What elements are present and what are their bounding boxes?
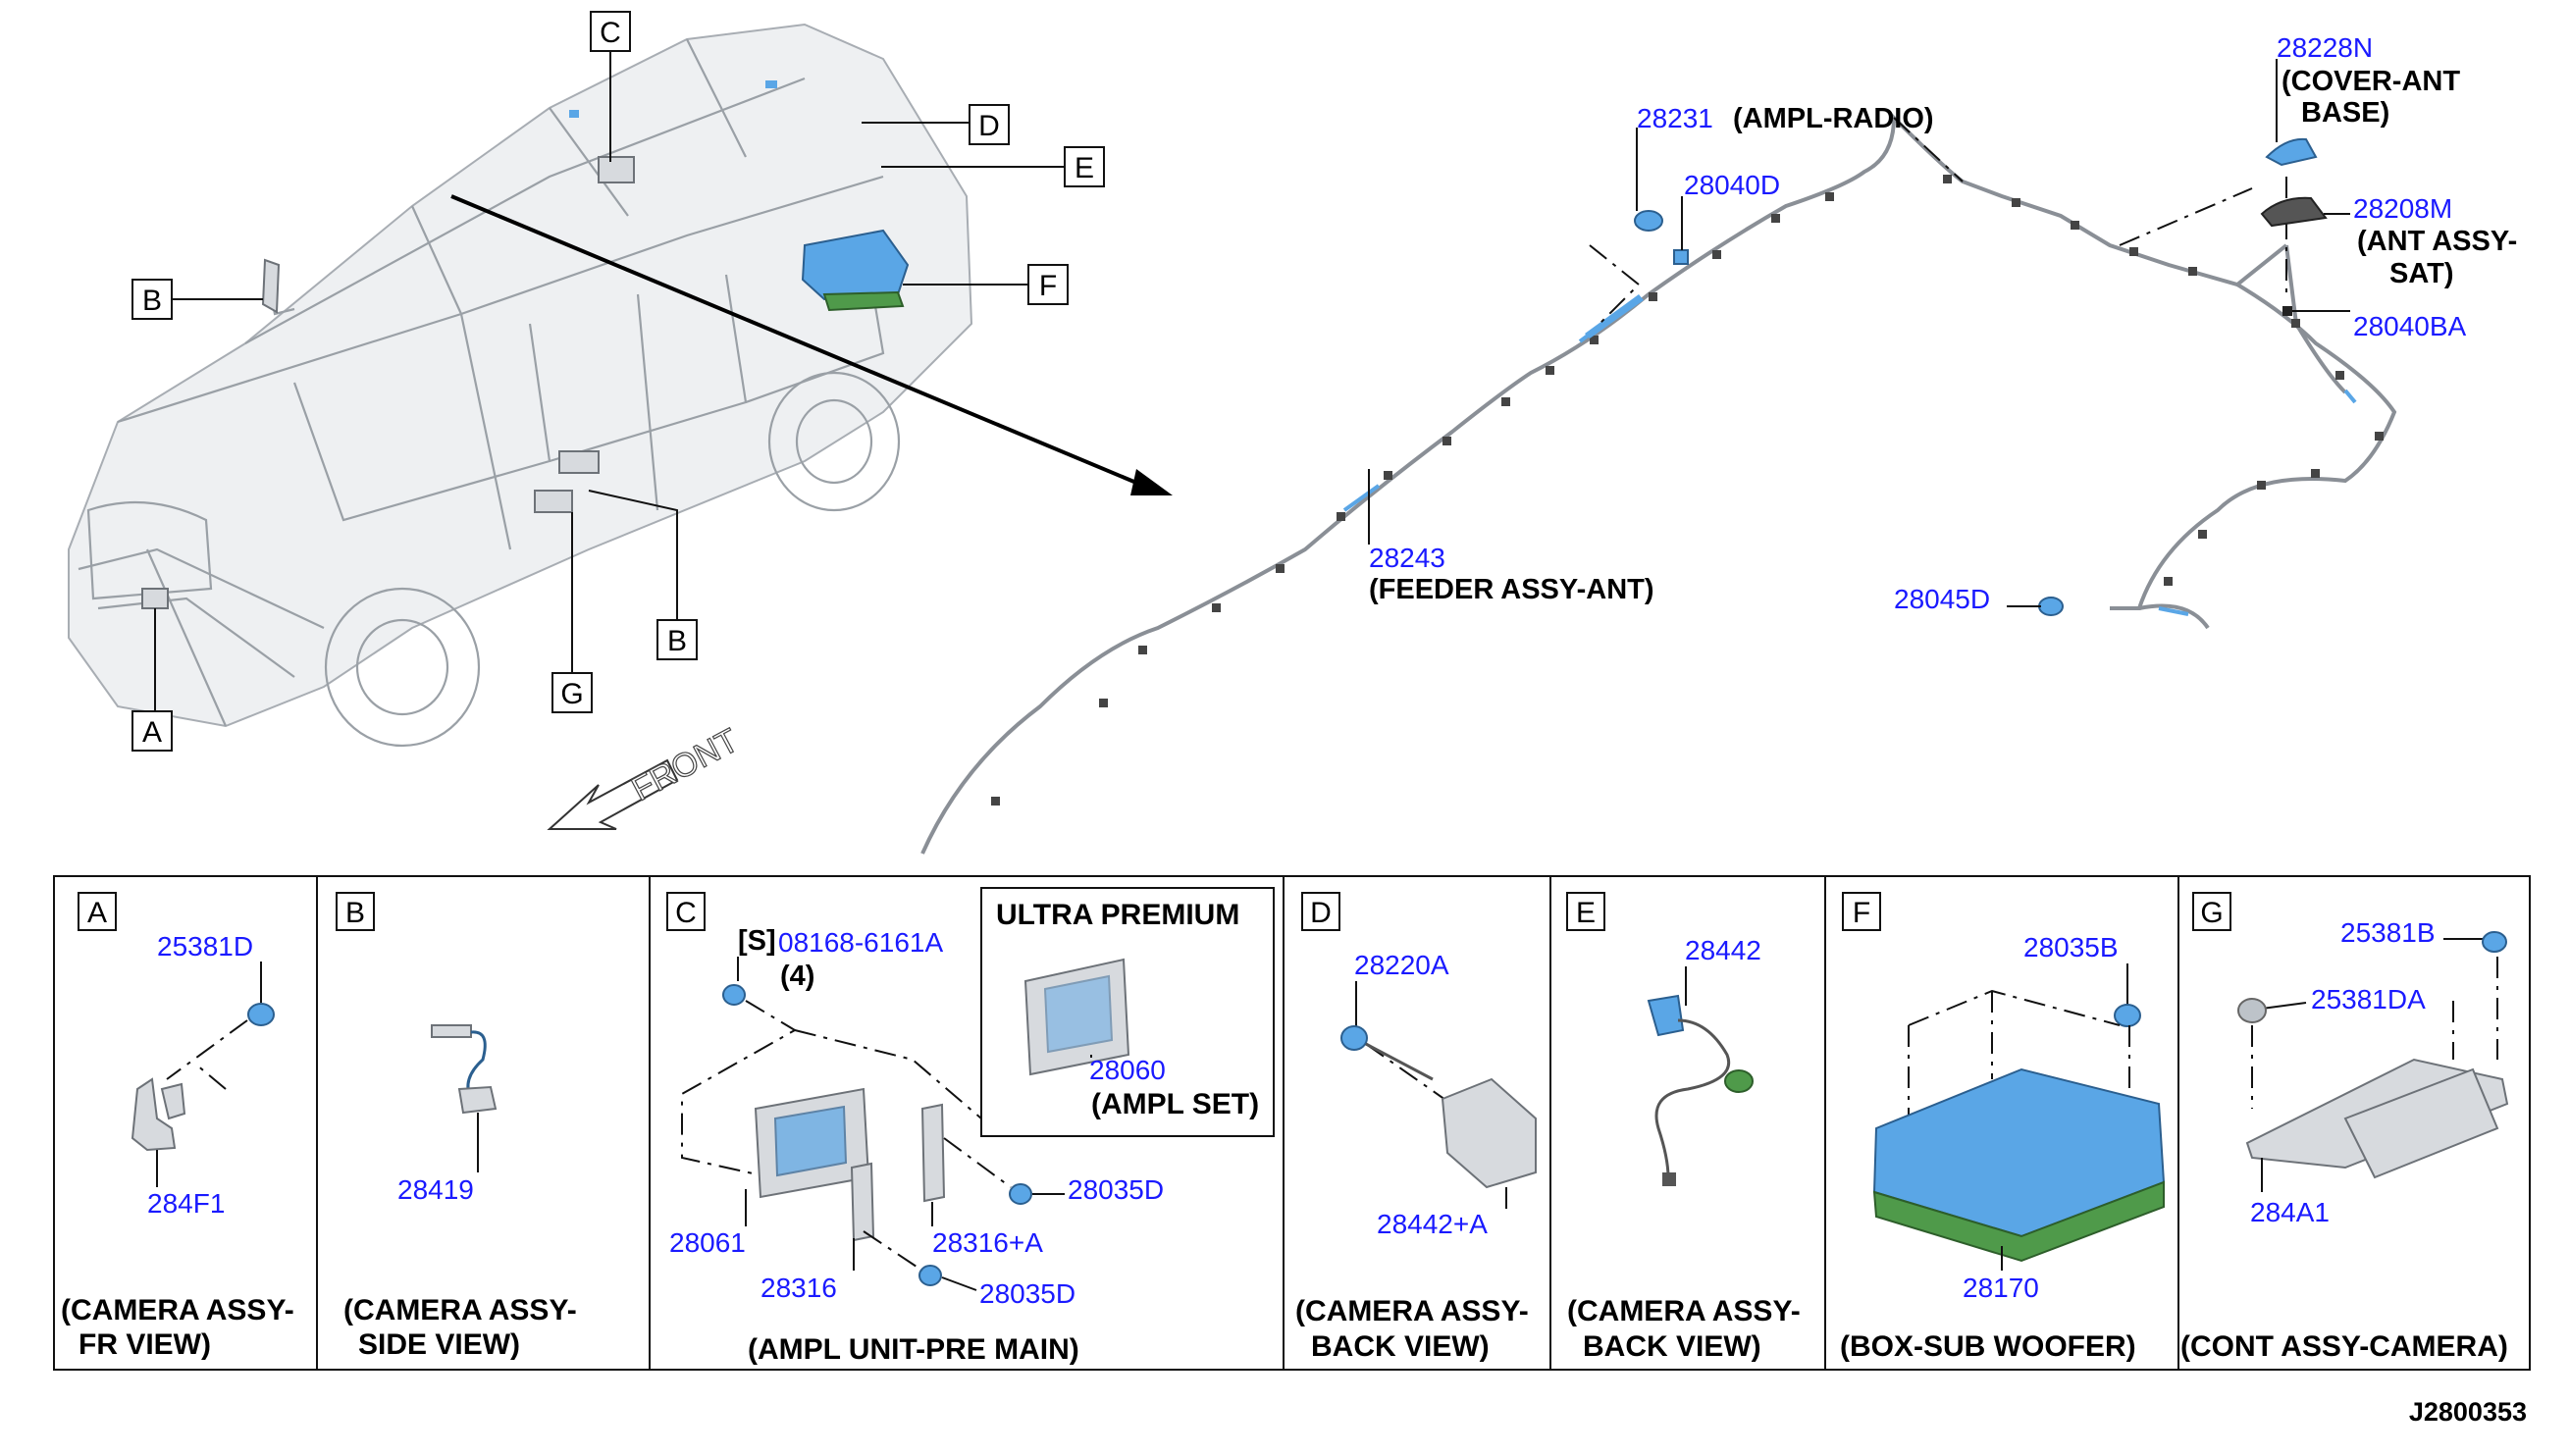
detail-panels-frame [53,875,2531,1371]
ant-clip-part [2282,306,2350,316]
panel-a-caption-line2: FR VIEW) [79,1328,211,1361]
svg-text:D: D [978,110,1000,142]
callout-b-top: B [131,279,173,320]
panel-c-bracket2-pn: 28316+A [932,1227,1043,1258]
feeder-assy-name: (FEEDER ASSY-ANT) [1369,574,1654,605]
svg-text:FRONT: FRONT [626,722,745,809]
panel-c-screw2-pn: 28035D [979,1278,1075,1309]
feeder-clip-part [1673,196,1689,265]
ant-clip-pn: 28040BA [2353,311,2467,341]
panel-g: G 25381B 25381DA 284A1 (CONT ASSY-CAMERA… [2180,892,2509,1363]
panel-c-qty: (4) [780,961,814,992]
panel-d-pn2: 28442+A [1377,1209,1488,1239]
panel-g-letter: G [2200,897,2223,929]
panel-b-caption-line1: (CAMERA ASSY- [343,1294,577,1326]
panel-d-letter: D [1310,897,1332,929]
panel-e-caption-line2: BACK VIEW) [1583,1330,1761,1363]
antenna-feeder-harness [920,113,2397,855]
panel-d-caption-line2: BACK VIEW) [1311,1330,1490,1363]
panel-c-caption: (AMPL UNIT-PRE MAIN) [748,1333,1079,1366]
svg-text:G: G [560,678,583,710]
svg-text:A: A [142,716,162,749]
ampl-radio-pn: 28231 [1637,103,1713,133]
panel-b-pn1: 28419 [397,1174,474,1205]
cover-ant-pn: 28228N [2277,32,2373,63]
panel-a: A 25381D 284F1 (CAMERA ASSY- FR VIEW) [61,892,294,1361]
ultra-premium-name: (AMPL SET) [1091,1088,1259,1120]
panel-c-letter: C [675,897,697,929]
ant-assy-name-line1: (ANT ASSY- [2357,226,2517,257]
panel-g-pn3: 284A1 [2250,1197,2330,1227]
ant-assy-name-line2: SAT) [2389,258,2454,289]
panel-c-bolt-pn: 08168-6161A [778,927,943,958]
panel-a-pn1: 25381D [157,931,253,962]
panel-b-caption-line2: SIDE VIEW) [358,1328,520,1361]
panel-f-caption: (BOX-SUB WOOFER) [1840,1330,2136,1363]
panel-c: C [S] 08168-6161A (4) 28061 28316 28316+… [666,887,1275,1366]
callout-e: E [1064,146,1105,187]
panel-g-pn2: 25381DA [2311,984,2426,1014]
drawing-reference: J2800353 [2409,1397,2527,1427]
feeder-end-part [2007,597,2064,616]
cover-ant-base-part [2265,59,2318,167]
svg-text:C: C [600,17,621,49]
panel-e-pn1: 28442 [1685,935,1761,965]
svg-text:F: F [1039,270,1057,302]
cover-ant-name-line2: BASE) [2301,97,2389,129]
feeder-clip-pn: 28040D [1684,170,1780,200]
panel-f-pn1: 28035B [2023,932,2119,962]
ant-assy-sat-part [2260,196,2350,228]
ultra-premium-title: ULTRA PREMIUM [996,899,1239,931]
ampl-radio-name: (AMPL-RADIO) [1733,103,1934,134]
callout-f: F [1027,264,1069,305]
front-direction-indicator: FRONT [547,721,745,830]
ant-assy-pn: 28208M [2353,193,2452,224]
panel-b-letter: B [345,897,365,929]
feeder-assy-pn: 28243 [1369,543,1445,573]
panel-f-pn2: 28170 [1963,1273,2039,1303]
panel-e: E 28442 (CAMERA ASSY- BACK VIEW) [1566,892,1801,1363]
callout-a: A [131,710,173,752]
panel-c-bracket1-pn: 28316 [761,1273,837,1303]
panel-a-caption-line1: (CAMERA ASSY- [61,1294,294,1326]
svg-text:B: B [667,625,687,657]
svg-text:E: E [1075,152,1094,184]
ultra-premium-inset: ULTRA PREMIUM 28060 (AMPL SET) [980,887,1275,1137]
panel-c-spec: [S] [738,925,776,957]
ultra-premium-pn: 28060 [1089,1055,1166,1085]
panel-g-caption: (CONT ASSY-CAMERA) [2180,1330,2508,1363]
panel-f: F 28035B 28170 (BOX-SUB WOOFER) [1840,892,2166,1363]
callout-c: C [590,11,631,52]
panel-a-pn2: 284F1 [147,1188,225,1219]
vehicle-leader-lines [154,47,1173,711]
feeder-end-pn: 28045D [1894,584,1990,614]
svg-text:B: B [142,285,162,317]
panel-b: B 28419 (CAMERA ASSY- SIDE VIEW) [336,892,577,1361]
panel-e-caption-line1: (CAMERA ASSY- [1567,1295,1801,1327]
panel-d-pn1: 28220A [1354,950,1449,980]
callout-d: D [969,104,1010,145]
vehicle-illustration [68,23,973,748]
panel-f-letter: F [1853,897,1870,929]
panel-d-caption-line1: (CAMERA ASSY- [1295,1295,1529,1327]
ampl-radio-part [1634,128,1663,232]
panel-g-pn1: 25381B [2340,917,2436,948]
panel-e-letter: E [1576,897,1596,929]
panel-c-unit-pn: 28061 [669,1227,746,1258]
callout-b-bottom: B [656,619,698,660]
cover-ant-name-line1: (COVER-ANT [2282,66,2460,97]
panel-c-screw1-pn: 28035D [1068,1174,1164,1205]
callout-g: G [551,672,593,713]
panel-d: D 28220A 28442+A (CAMERA ASSY- BACK VIEW… [1295,892,1537,1363]
panel-a-letter: A [87,897,107,929]
